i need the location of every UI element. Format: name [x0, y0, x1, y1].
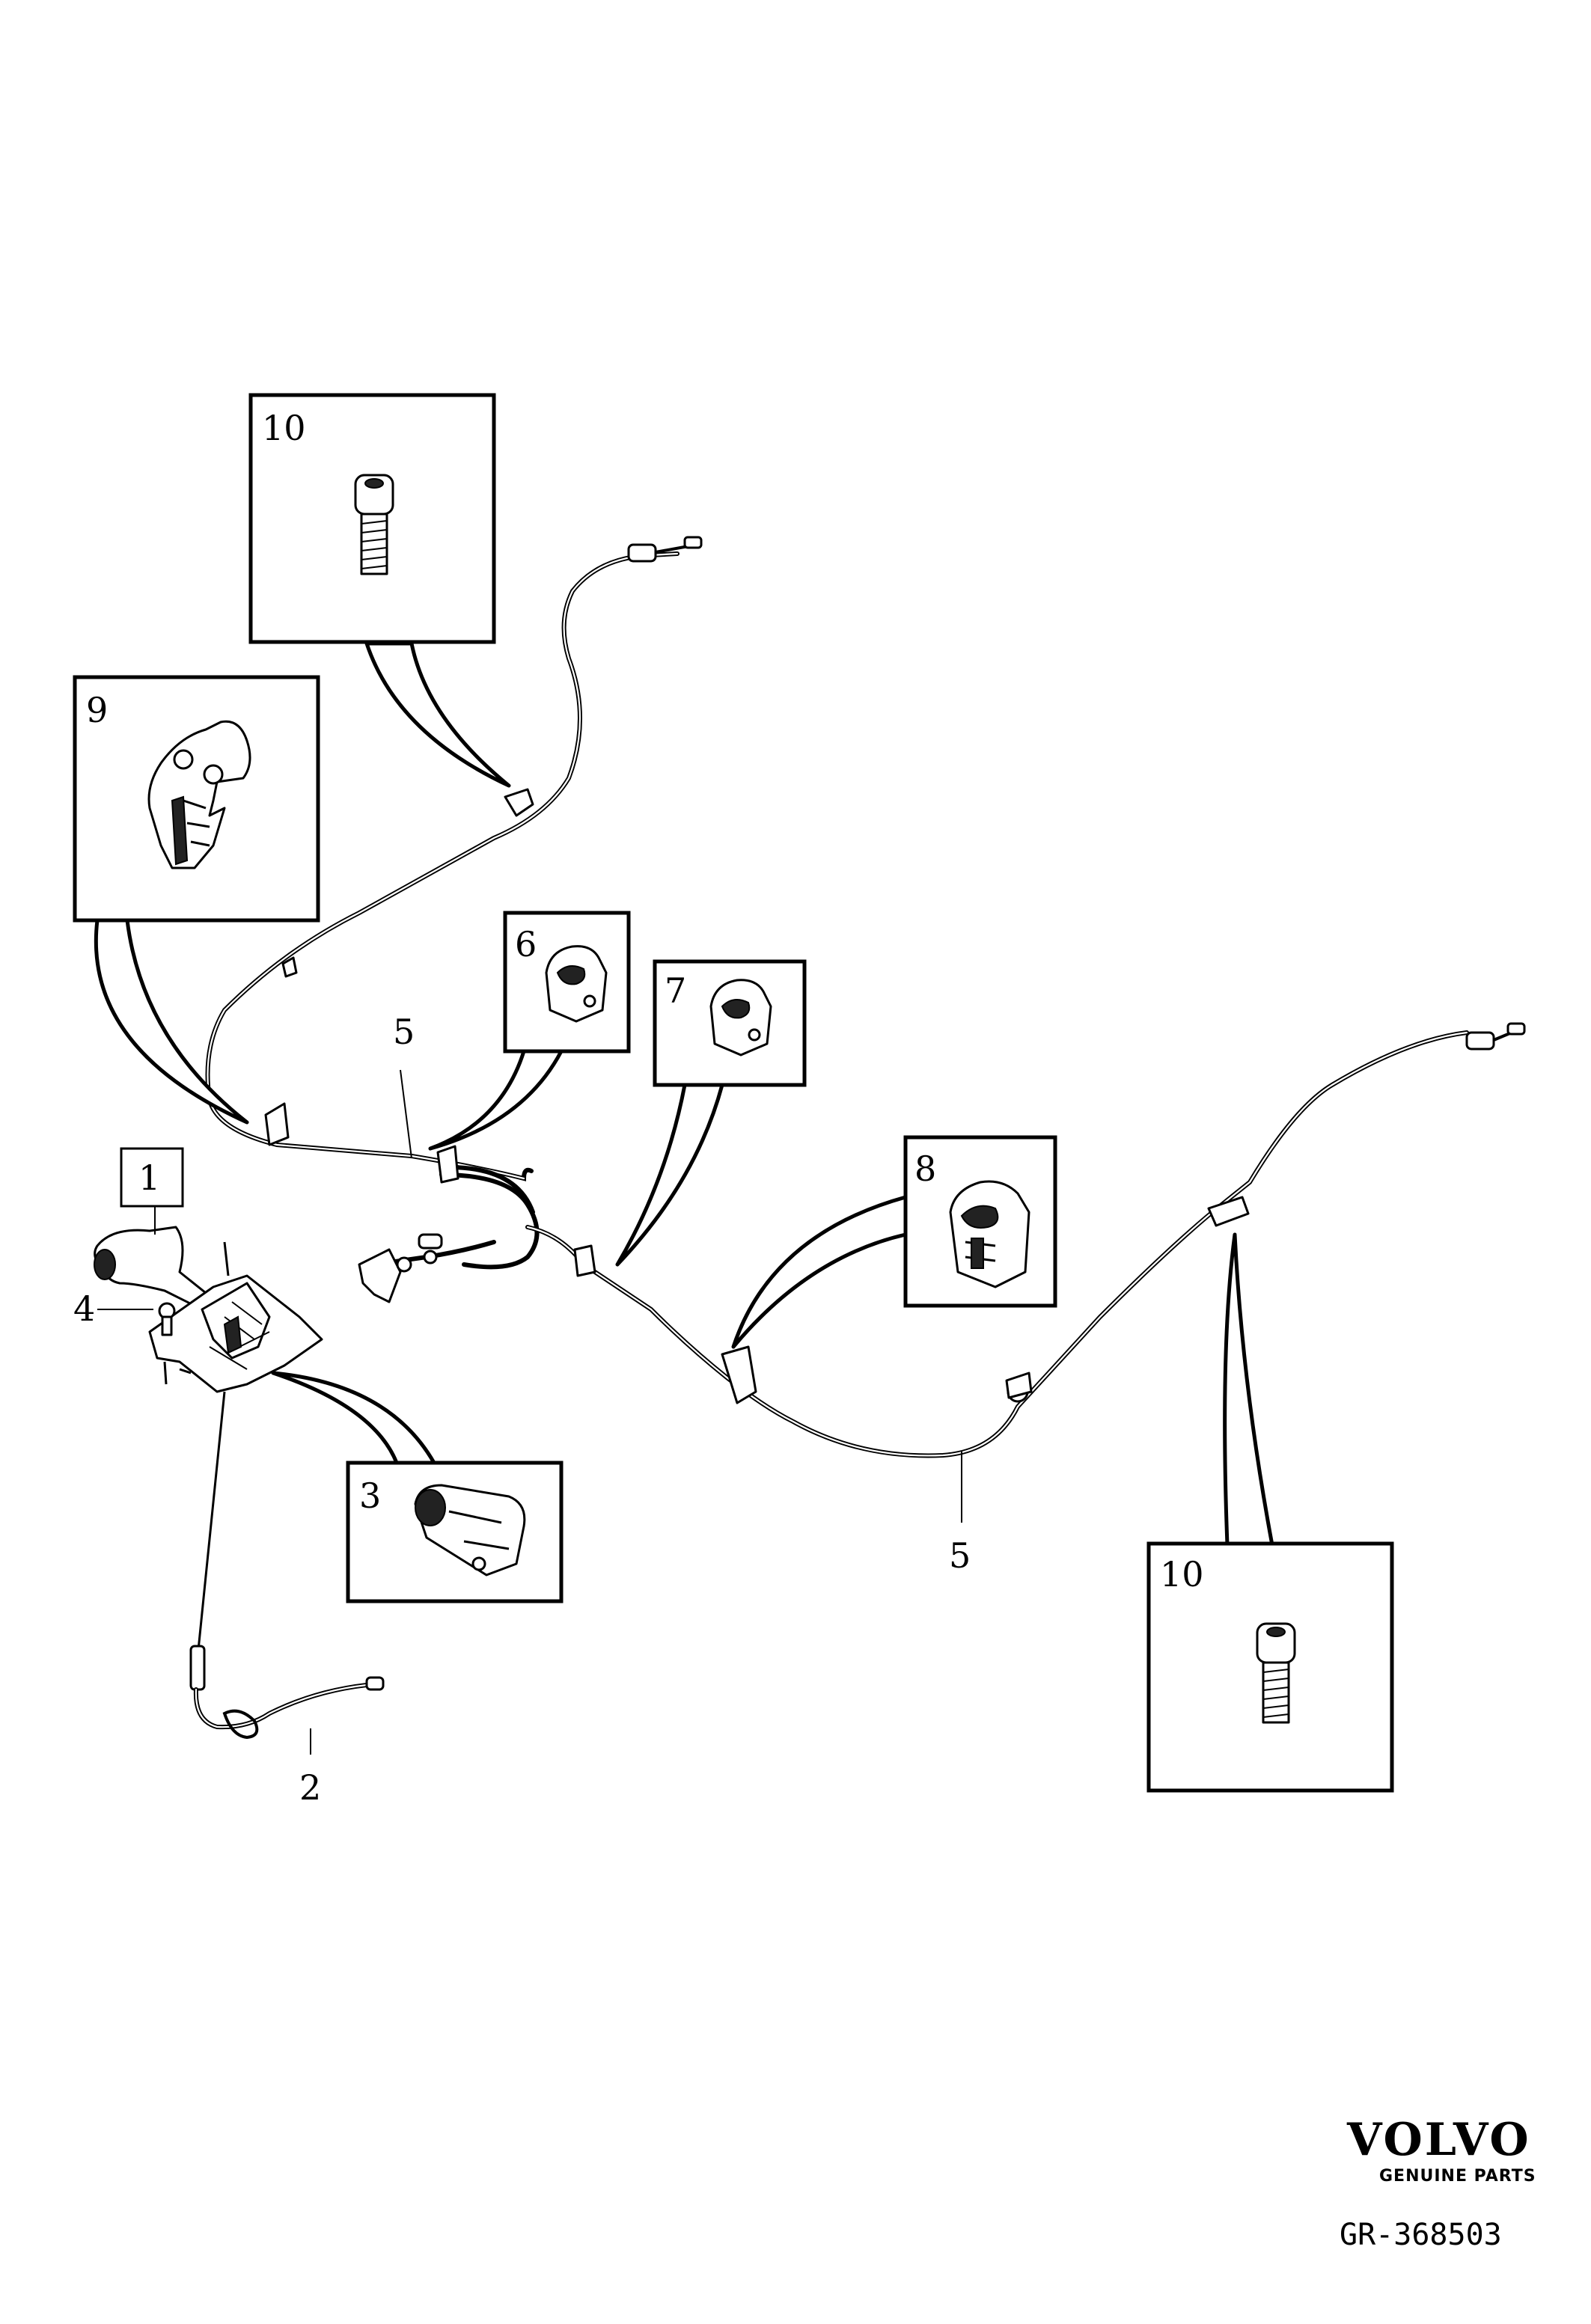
cable-end-left — [627, 536, 703, 563]
bolt-10-bottom-icon — [1256, 1622, 1296, 1724]
equalizer-bracket — [358, 1233, 443, 1303]
callout-label-1: 1 — [138, 1158, 160, 1198]
clip-6-icon — [545, 945, 608, 1023]
callout-label-2: 2 — [299, 1767, 321, 1808]
callout-box-10-bottom: 10 — [1146, 1232, 1394, 1793]
callout-label-5-lower: 5 — [949, 1535, 971, 1576]
callout-box-1: 1 — [120, 1147, 184, 1208]
cable-end-right — [1465, 1022, 1526, 1051]
volvo-brand-block: VOLVO GENUINE PARTS GR-368503 — [1340, 2114, 1536, 2252]
callout-label-3: 3 — [359, 1476, 381, 1516]
callout-label-4: 4 — [73, 1288, 95, 1329]
parking-brake-lever-assembly — [94, 1226, 323, 1393]
switch-3-icon — [414, 1484, 526, 1577]
cable-clip-upper-left — [504, 788, 534, 817]
cable-clip-mid-left — [281, 956, 298, 978]
callout-box-8: 8 — [731, 1135, 1057, 1349]
callout-box-6: 6 — [428, 911, 631, 1151]
callout-label-6: 6 — [515, 924, 537, 964]
callout-box-10-top: 10 — [248, 393, 511, 788]
callout-label-10-bottom: 10 — [1160, 1554, 1204, 1594]
clip-9-icon — [147, 720, 251, 869]
brand-subtitle: GENUINE PARTS — [1379, 2167, 1536, 2186]
callout-label-8: 8 — [914, 1149, 936, 1189]
callout-label-9: 9 — [86, 690, 108, 730]
callout-label-10-top: 10 — [262, 408, 306, 448]
cable-clip-9-position — [264, 1102, 290, 1146]
callout-label-7: 7 — [665, 970, 686, 1011]
brand-name: VOLVO — [1346, 2114, 1531, 2166]
figure-code: GR-368503 — [1340, 2218, 1502, 2252]
clip-7-icon — [709, 979, 772, 1056]
cable-clip-lower-right — [1005, 1372, 1033, 1403]
clip-8-icon — [949, 1180, 1030, 1288]
cable-clip-8-position — [721, 1345, 757, 1404]
leader-lines — [97, 1069, 962, 1755]
cable-clip-upper-right — [1207, 1196, 1250, 1227]
cable-clip-6-position — [436, 1145, 459, 1184]
cable-clip-7-position — [573, 1244, 596, 1277]
front-cable-2 — [189, 1391, 385, 1740]
bolt-10-top-icon — [354, 474, 394, 575]
callout-label-5-upper: 5 — [393, 1012, 415, 1052]
callout-box-3: 3 — [271, 1371, 564, 1603]
callout-box-9: 9 — [73, 675, 320, 1125]
bolt-4-part — [158, 1302, 176, 1336]
callout-box-7: 7 — [615, 959, 807, 1267]
